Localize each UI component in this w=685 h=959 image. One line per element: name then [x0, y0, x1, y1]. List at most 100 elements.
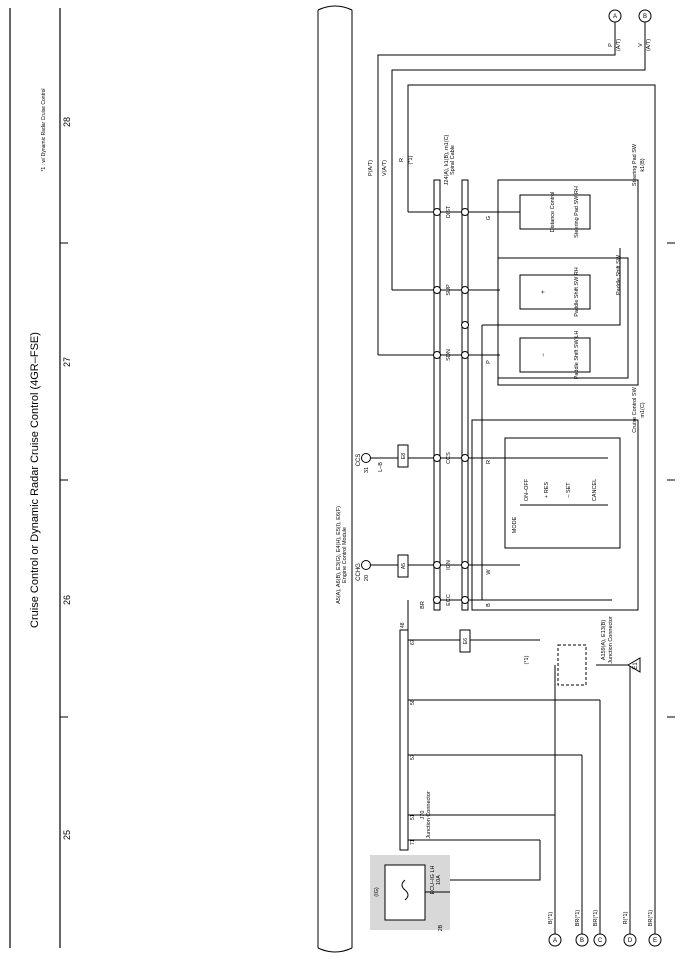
- bottom-conn-d: D: [628, 938, 633, 944]
- cruise-sw-name: Cruise Control SW: [632, 386, 638, 432]
- callout-e8: E8: [401, 453, 407, 459]
- ecm-pin-cchg: CCHG: [356, 563, 362, 581]
- steering-sw-rh-box: [519, 194, 591, 230]
- bottom-connectors: A B(*1) B BR(*1) C BR(*1) D R(*1) E BR(*…: [548, 910, 662, 947]
- wire-r1: R: [399, 158, 405, 162]
- connector-a-top: [608, 9, 622, 23]
- ecm-body: [317, 10, 353, 948]
- connector-b-top-letter: B: [643, 14, 647, 20]
- ecm-pin-cchg-num: 20: [364, 575, 370, 581]
- spiral-terminals: [433, 208, 469, 604]
- callout-a5: A5: [401, 563, 407, 569]
- fuse-icon: [401, 879, 409, 901]
- bottom-conn-d-wire: R(*1): [623, 911, 629, 924]
- wire-vat: V(A/T): [382, 160, 388, 176]
- paddle-minus: −: [541, 353, 547, 357]
- spiral-id: J24(A), k1(B), m1(C): [444, 134, 450, 185]
- connector-b-top: [638, 9, 652, 23]
- cruise-set: – SET: [566, 482, 572, 498]
- cruise-mode: MODE: [512, 516, 518, 533]
- grid-ticks: [60, 242, 675, 718]
- wire-w: W: [486, 569, 492, 575]
- wire-r: R: [486, 460, 492, 464]
- spiral-pin-ccs: CCS: [446, 452, 452, 464]
- page-title: Cruise Control or Dynamic Radar Cruise C…: [29, 332, 41, 628]
- bottom-conn-e: E: [653, 938, 657, 944]
- wire-pat: P(A/T): [368, 160, 374, 176]
- distance-control: Distance Control: [550, 192, 556, 233]
- callout-e6: E6: [463, 638, 469, 644]
- connector-b-top-note: (A/T): [646, 39, 652, 51]
- wire-br: BR: [420, 601, 426, 609]
- j70-bar: [399, 629, 409, 851]
- bottom-conn-c-wire: BR(*1): [593, 910, 599, 927]
- cruise-res: + RES: [544, 482, 550, 498]
- bottom-conn-c: C: [598, 938, 603, 944]
- grid-number-26: 26: [62, 595, 72, 605]
- cruise-control-sw-box: [471, 419, 639, 611]
- paddle-shift-sw-box: [497, 257, 629, 379]
- connector-a-top-note: (A/T): [616, 39, 622, 51]
- paddle-shift-title: Paddle Shift SW: [616, 254, 622, 295]
- paddle-plus: +: [541, 290, 547, 294]
- wire-b: B: [486, 603, 492, 607]
- ecm-id: A5(A), A6(B), E3(G), E4(H), E5(I), E6(F): [336, 506, 342, 604]
- cruise-cancel: CANCEL: [592, 479, 598, 501]
- spiral-pin-sdn: SDN: [446, 349, 452, 361]
- steering-sw-rh-label: Steering Pad SW RH: [574, 186, 580, 238]
- j70-pin-67: 67: [410, 639, 416, 645]
- bottom-conn-a-wire: B(*1): [548, 912, 554, 925]
- spiral-pin-sup: SUP: [446, 284, 452, 296]
- cruise-onoff: ON–OFF: [524, 478, 530, 501]
- ecm-pin-ccs: CCS: [356, 454, 362, 467]
- paddle-shift-rh: Paddle Shift SW RH: [574, 267, 580, 317]
- cruise-sw-id: m1(C): [640, 402, 646, 417]
- j70-pin-51: 51: [410, 814, 416, 820]
- grid-number-27: 27: [62, 357, 72, 367]
- j70-pin-58: 58: [410, 699, 416, 705]
- connector-a-top-wire: P: [608, 43, 614, 47]
- wire-p: P: [486, 360, 492, 364]
- steering-sw-name: Steering Pad SW: [632, 143, 638, 186]
- ground-label: E1: [633, 662, 639, 670]
- grid-number-28: 28: [62, 117, 72, 127]
- ground-symbol: [627, 657, 641, 673]
- wire-star: (*1): [524, 655, 530, 664]
- jc-id: A159(A), E13(B): [601, 620, 607, 661]
- fuse-amp: 10A: [436, 875, 442, 885]
- connector-a-top-letter: A: [613, 14, 617, 20]
- spiral-pin-ecc: ECC: [446, 594, 452, 606]
- wire-star1: (*1): [408, 155, 414, 164]
- wire-lb: L–B: [378, 462, 384, 472]
- spiral-pin-dist: DIST: [446, 205, 452, 218]
- fuse-conn: 2B: [438, 924, 444, 931]
- spiral-name: Spiral Cable: [450, 145, 456, 175]
- j70-pin-71: 71: [410, 839, 416, 845]
- j70-pin-48: 48: [400, 622, 406, 628]
- connector-b-top-wire: V: [638, 43, 644, 47]
- paddle-shift-lh: Paddle Shift SW LH: [574, 331, 580, 380]
- fuse-box: [384, 864, 426, 921]
- fuse-ig: (IG): [374, 887, 380, 897]
- fuse-label: ECU–IG LH: [430, 865, 436, 894]
- steering-sw-id: k1(B): [640, 158, 646, 171]
- junction-connector-box: [557, 644, 587, 686]
- bottom-conn-b-wire: BR(*1): [575, 910, 581, 927]
- ecm-pin-ccs-terminal: [361, 453, 371, 463]
- spiral-cable: [433, 179, 441, 611]
- jc-name: Junction Connector: [608, 616, 614, 664]
- spiral-pin-ign: IGN: [446, 560, 452, 570]
- j70-pin-57: 57: [410, 754, 416, 760]
- j70-id: J70: [420, 811, 426, 820]
- bottom-conn-a: A: [553, 938, 557, 944]
- ecm-name: Engine Control Module: [342, 527, 348, 583]
- ecm-pin-ccs-num: 31: [364, 467, 370, 473]
- footnote: *1 : w/ Dynamic Radar Cruise Control: [41, 88, 47, 171]
- bottom-conn-b: B: [580, 938, 584, 944]
- bottom-conn-e-wire: BR(*1): [648, 910, 654, 927]
- ecm-pin-cchg-terminal: [361, 560, 371, 570]
- grid-number-25: 25: [62, 830, 72, 840]
- j70-name: Junction Connector: [426, 791, 432, 839]
- wire-g: G: [486, 216, 492, 220]
